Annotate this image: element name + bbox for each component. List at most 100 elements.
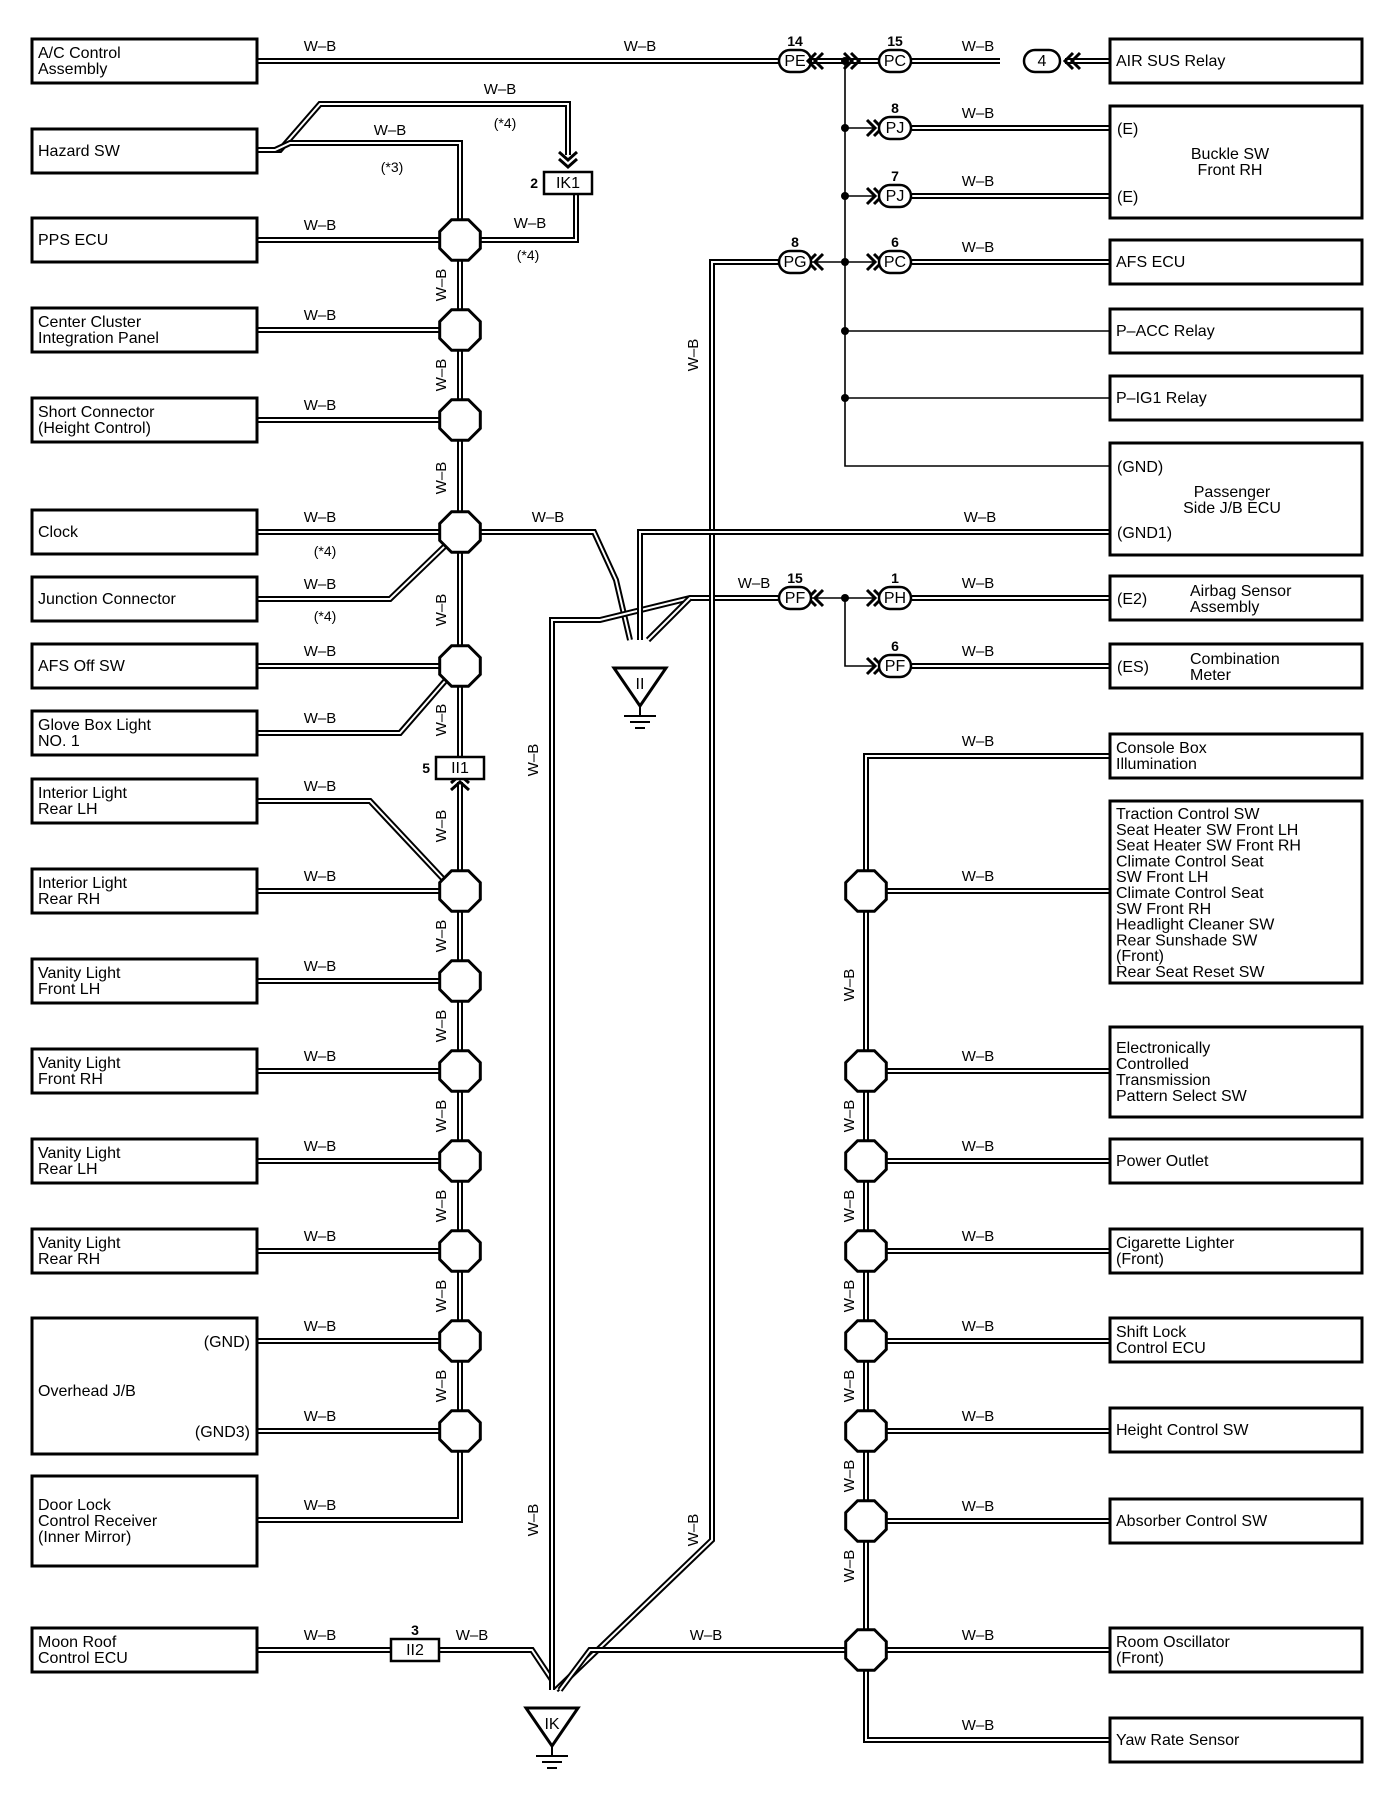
wire-ii-pf [645, 595, 693, 643]
component-hazard-sw-label: Hazard SW [38, 143, 121, 160]
wire-interior-rear-lh [250, 798, 449, 885]
wire-color-label: W–B [525, 744, 542, 777]
note-label: (*4) [314, 608, 337, 624]
connector-pj8-code: PJ [886, 120, 905, 137]
splice-point [844, 1319, 888, 1363]
ground-ik-code: IK [544, 1716, 559, 1733]
wire-color-label: W–B [841, 1370, 858, 1403]
connector-ph-pin: 1 [891, 570, 899, 586]
wire-color-label: W–B [962, 1408, 995, 1425]
component-switch-group-label: Rear Seat Reset SW [1116, 964, 1265, 981]
wire-color-label: W–B [841, 1280, 858, 1313]
wire-junction-connector [250, 542, 449, 602]
ground-ii-code: II [636, 676, 645, 693]
splice-point [844, 1628, 888, 1672]
splice-point [438, 218, 482, 262]
component-ac-control-label: A/C Control [38, 45, 121, 62]
connectors: IK12II15II23PE14PC15PJ8PJ7PG8PC6PF15PH1P… [389, 33, 1082, 1663]
wire-color-label: W–B [962, 239, 995, 256]
component-vanity-light-front-rh-label: Vanity Light [38, 1055, 121, 1072]
wire-color-label: W–B [433, 1280, 450, 1313]
connector-ii1-pin: 5 [422, 760, 430, 776]
junction-dot [841, 124, 849, 132]
junction-dot [841, 192, 849, 200]
wire-color-label: W–B [525, 1504, 542, 1537]
component-ect-pattern-select-sw-label: Transmission [1116, 1072, 1211, 1089]
component-passenger-jb-ecu-label: Passenger [1194, 484, 1271, 501]
component-interior-light-rear-lh-label: Interior Light [38, 785, 127, 802]
wire-color-label: W–B [304, 710, 337, 727]
splice-point [844, 1049, 888, 1093]
component-afs-ecu: AFS ECU [1108, 238, 1364, 286]
component-absorber-control-sw-label: Absorber Control SW [1116, 1513, 1268, 1530]
wire-color-label: W–B [738, 575, 771, 592]
splice-points [438, 218, 888, 1672]
arrow-4 [1062, 51, 1082, 71]
splice-point [844, 1499, 888, 1543]
component-switch-group-label: SW Front RH [1116, 901, 1211, 918]
connector-ph: PH 1 [877, 570, 913, 611]
wire-color-label: W–B [841, 1460, 858, 1493]
component-vanity-light-rear-lh-label: Vanity Light [38, 1145, 121, 1162]
wire-color-label: W–B [304, 397, 337, 414]
component-pps-ecu: PPS ECU [30, 216, 259, 264]
passenger-gnd-pin: (GND) [1117, 459, 1163, 476]
component-switch-group-label: Climate Control Seat [1116, 853, 1264, 870]
component-afs-off-sw: AFS Off SW [30, 642, 259, 690]
wire-color-label: W–B [841, 1550, 858, 1583]
splice-point [438, 1139, 482, 1183]
note-label: (*4) [314, 543, 337, 559]
component-switch-group-label: SW Front LH [1116, 869, 1208, 886]
connector-pj7: PJ7 [877, 168, 913, 209]
connector-pe-code: PE [784, 53, 805, 70]
wire-labels: W–B W–B W–B W–B W–B W–B W–B W–B W–B W–B W–B W–B W–B W… [304, 38, 1047, 1734]
component-glove-box-light-label: NO. 1 [38, 733, 80, 750]
combination-es-pin: (ES) [1117, 659, 1149, 676]
wire-color-label: W–B [962, 575, 995, 592]
passenger-gnd1-pin: (GND1) [1117, 525, 1172, 542]
component-height-control-sw-label: Height Control SW [1116, 1422, 1249, 1439]
wiring-harness [250, 57, 1110, 1743]
connector-ph-code: PH [884, 590, 906, 607]
splice-point [438, 1319, 482, 1363]
component-ect-pattern-select-sw-label: Pattern Select SW [1116, 1088, 1248, 1105]
buckle-e-pin: (E) [1117, 121, 1138, 138]
wire-ik-pf15 [549, 595, 778, 1690]
junction-dot [841, 258, 849, 266]
wire-ii2-ground [439, 1647, 555, 1682]
splice-point [844, 1409, 888, 1453]
component-clock-label: Clock [38, 524, 79, 541]
component-vanity-light-rear-lh-label: Rear LH [38, 1161, 98, 1178]
component-center-cluster-label: Integration Panel [38, 330, 159, 347]
splice-point [438, 398, 482, 442]
wire-color-label: W–B [841, 1190, 858, 1223]
component-cigarette-lighter: Cigarette Lighter(Front) [1108, 1227, 1364, 1275]
connector-pc6-code: PC [884, 254, 906, 271]
component-junction-connector-label: Junction Connector [38, 591, 177, 608]
component-clock: Clock [30, 508, 259, 556]
component-room-oscillator-label: (Front) [1116, 1650, 1164, 1667]
component-p-ig1-relay-label: P–IG1 Relay [1116, 390, 1207, 407]
component-door-lock-receiver-label: (Inner Mirror) [38, 1529, 131, 1546]
component-pps-ecu-label: PPS ECU [38, 232, 108, 249]
connector-pf15-code: PF [785, 590, 806, 607]
wire-color-label: W–B [962, 1048, 995, 1065]
wire-color-label: W–B [964, 509, 997, 526]
component-p-ig1-relay: P–IG1 Relay [1108, 374, 1364, 422]
wire-color-label: W–B [304, 509, 337, 526]
component-ac-control-label: Assembly [38, 61, 107, 78]
wire-color-label: W–B [624, 38, 657, 55]
connector-pf6-code: PF [885, 658, 906, 675]
wire-color-label: W–B [962, 173, 995, 190]
wire-color-label: W–B [962, 1498, 995, 1515]
connector-pj7-pin: 7 [891, 168, 899, 184]
connector-ii2-code: II2 [406, 1642, 424, 1659]
component-ect-pattern-select-sw-label: Controlled [1116, 1056, 1189, 1073]
